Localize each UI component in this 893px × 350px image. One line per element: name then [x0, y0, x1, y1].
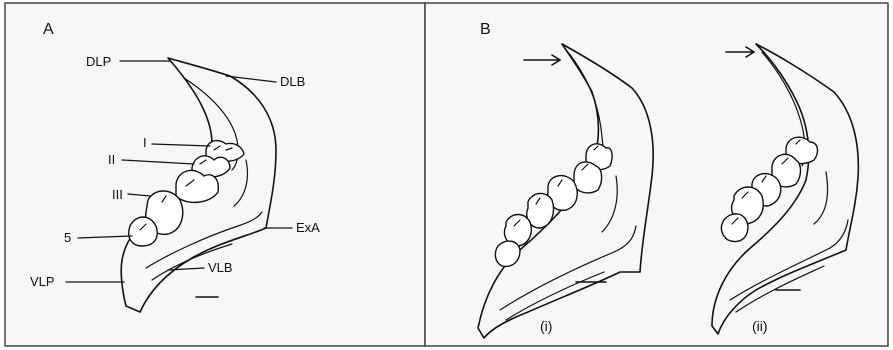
tooth-iiia — [176, 170, 218, 202]
label-5: 5 — [64, 230, 71, 245]
panel-b-frame — [425, 3, 888, 346]
tooth-b-ii-5 — [721, 214, 748, 242]
panel-b — [425, 3, 888, 346]
panel-b-letter: B — [480, 21, 491, 38]
tooth-b-i-2 — [574, 162, 602, 193]
panel-a-letter: A — [43, 21, 54, 38]
label-dlp: DLP — [86, 54, 111, 69]
sublabel-ii: (ii) — [752, 318, 768, 334]
label-i: I — [143, 135, 147, 150]
label-vlp: VLP — [30, 274, 55, 289]
label-iii: III — [112, 187, 123, 202]
tooth-b-i-6 — [495, 241, 520, 266]
sublabel-i: (i) — [540, 318, 552, 334]
label-ii: II — [108, 152, 115, 167]
label-dlb: DLB — [280, 74, 305, 89]
label-vlb: VLB — [208, 260, 233, 275]
label-exa: ExA — [296, 220, 320, 235]
tooth-5 — [129, 217, 157, 246]
